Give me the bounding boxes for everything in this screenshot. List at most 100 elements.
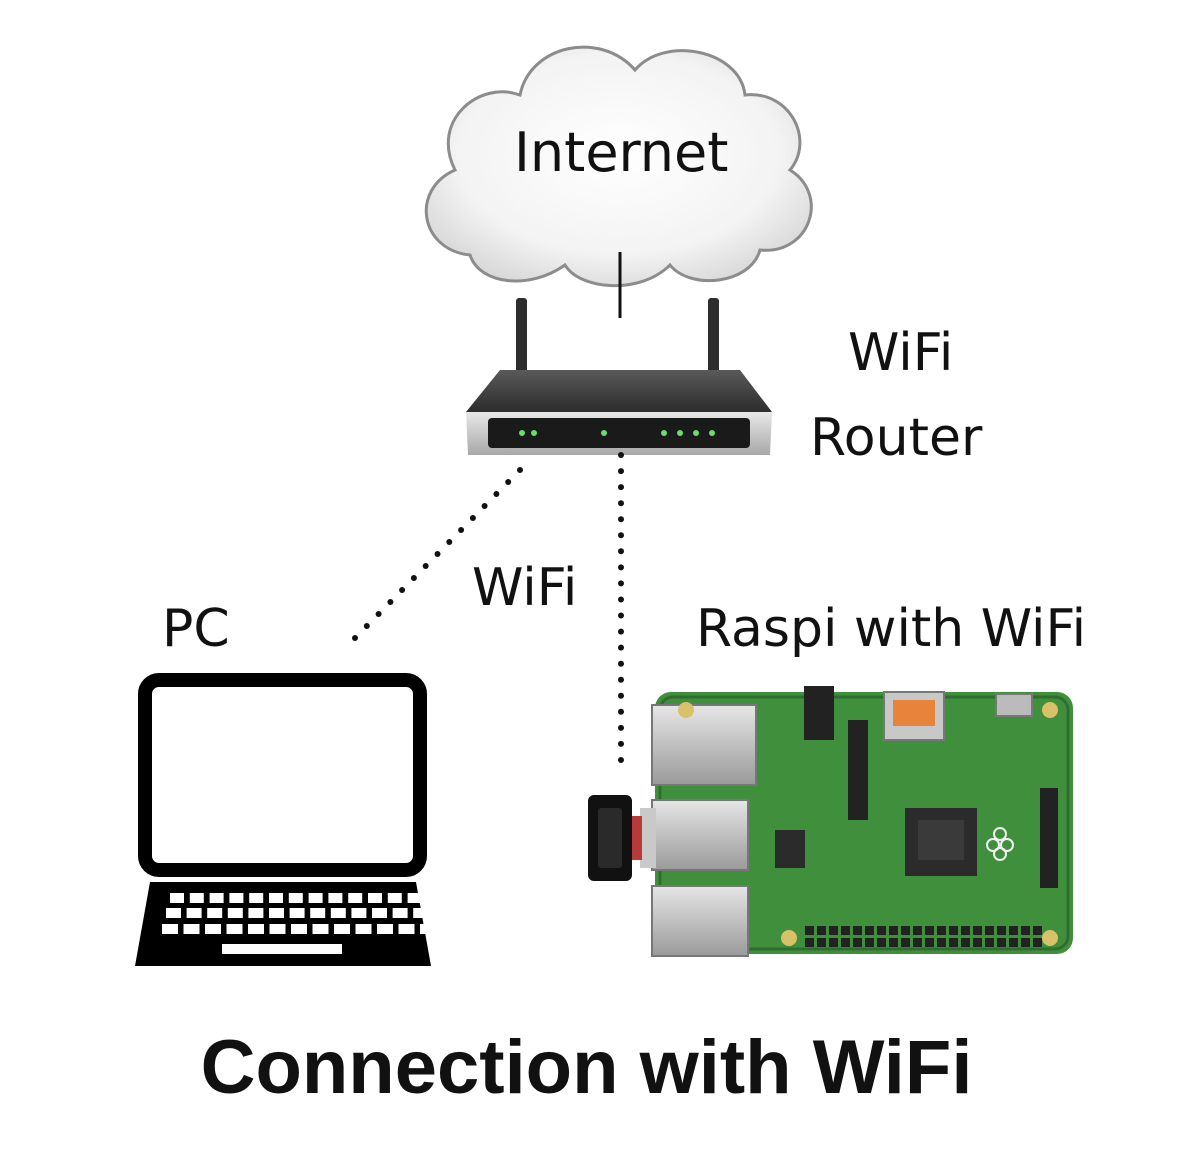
keyboard-key xyxy=(170,893,184,903)
wifi-dot xyxy=(422,563,429,569)
keyboard-key xyxy=(269,924,286,934)
gpio-pin xyxy=(973,926,982,935)
wifi-link-label: WiFi xyxy=(472,558,578,618)
gpio-pin xyxy=(865,926,874,935)
wifi-dot xyxy=(618,580,624,587)
diagram-title: Connection with WiFi xyxy=(200,1025,973,1110)
keyboard-key xyxy=(183,924,200,934)
wifi-dot xyxy=(517,467,523,473)
keyboard-key xyxy=(248,924,264,934)
gpio-pin xyxy=(913,926,922,935)
keyboard-key xyxy=(289,908,305,918)
keyboard-key xyxy=(291,924,307,934)
keyboard-key xyxy=(328,893,343,903)
gpio-pin xyxy=(889,938,898,947)
gpio-pin xyxy=(817,938,826,947)
gpio-pin xyxy=(913,938,922,947)
gpio-pin xyxy=(949,938,958,947)
gpio-pin xyxy=(841,926,850,935)
gpio-pin xyxy=(997,926,1006,935)
keyboard-key xyxy=(205,924,221,934)
wifi-dot xyxy=(387,599,394,605)
gpio-pin xyxy=(889,926,898,935)
wifi-dot xyxy=(618,757,624,763)
wifi-dot xyxy=(618,596,624,603)
gpio-pin xyxy=(877,926,886,935)
wifi-dot xyxy=(618,548,624,555)
gpio-pin xyxy=(1021,926,1030,935)
laptop-keyboard xyxy=(162,893,436,934)
keyboard-key xyxy=(310,908,326,918)
keyboard-key xyxy=(162,924,178,934)
laptop-spacebar xyxy=(222,944,342,954)
gpio-pin xyxy=(853,938,862,947)
keyboard-key xyxy=(207,908,223,918)
keyboard-key xyxy=(372,908,387,918)
keyboard-key xyxy=(226,924,243,934)
gpio-pin xyxy=(829,926,838,935)
wifi-dot xyxy=(505,479,512,485)
wifi-dot xyxy=(618,516,624,523)
keyboard-key xyxy=(269,893,283,903)
router-antenna-right xyxy=(708,298,719,378)
keyboard-key xyxy=(348,893,363,903)
wifi-dot xyxy=(618,724,624,731)
keyboard-key xyxy=(420,924,436,934)
keyboard-key xyxy=(229,893,244,903)
cloud-icon xyxy=(424,45,813,288)
wifi-dot xyxy=(618,484,624,491)
gpio-pin xyxy=(949,926,958,935)
keyboard-key xyxy=(407,893,422,903)
router-antenna-left xyxy=(516,298,527,378)
gpio-pin xyxy=(973,938,982,947)
gpio-pin xyxy=(901,926,910,935)
wifi-dot xyxy=(363,623,370,629)
gpio-pin xyxy=(901,938,910,947)
gpio-pin xyxy=(853,926,862,935)
keyboard-key xyxy=(288,893,303,903)
wifi-dot xyxy=(399,587,406,593)
gpio-pin xyxy=(1009,938,1018,947)
wifi-dot xyxy=(481,503,488,509)
gpio-pin xyxy=(865,938,874,947)
wifi-dot xyxy=(618,660,624,667)
wifi-link-to-raspi xyxy=(618,452,624,763)
gpio-pin xyxy=(985,926,994,935)
wifi-dot xyxy=(618,708,624,715)
wifi-dot xyxy=(618,468,624,475)
keyboard-key xyxy=(248,908,264,918)
raspi-label: Raspi with WiFi xyxy=(696,599,1087,659)
wifi-dot xyxy=(618,676,624,683)
keyboard-key xyxy=(355,924,372,934)
keyboard-key xyxy=(334,924,350,934)
wifi-dot xyxy=(469,515,476,521)
router-leds xyxy=(519,430,715,436)
wifi-dot xyxy=(618,532,624,539)
gpio-pin xyxy=(1009,926,1018,935)
wifi-dot xyxy=(618,564,624,571)
wifi-dot xyxy=(618,500,624,507)
gpio-pin xyxy=(997,938,1006,947)
router-icon xyxy=(466,298,772,455)
wifi-dot xyxy=(618,644,624,651)
wifi-dot xyxy=(434,551,441,557)
keyboard-key xyxy=(392,908,408,918)
keyboard-key xyxy=(166,908,181,918)
wifi-link-to-pc xyxy=(352,467,523,641)
raspberry-pi-icon xyxy=(651,686,1073,957)
router-label-line2: Router xyxy=(810,408,983,468)
gpio-pin xyxy=(925,938,934,947)
wifi-dot xyxy=(410,575,417,581)
gpio-pin xyxy=(829,938,838,947)
gpio-pin xyxy=(1033,926,1042,935)
wifi-dot xyxy=(493,491,500,497)
keyboard-key xyxy=(209,893,224,903)
gpio-pin xyxy=(985,938,994,947)
gpio-pin xyxy=(1021,938,1030,947)
wifi-dot xyxy=(618,452,624,458)
keyboard-key xyxy=(269,908,284,918)
keyboard-key xyxy=(377,924,393,934)
wifi-dot xyxy=(618,740,624,747)
keyboard-key xyxy=(387,893,402,903)
